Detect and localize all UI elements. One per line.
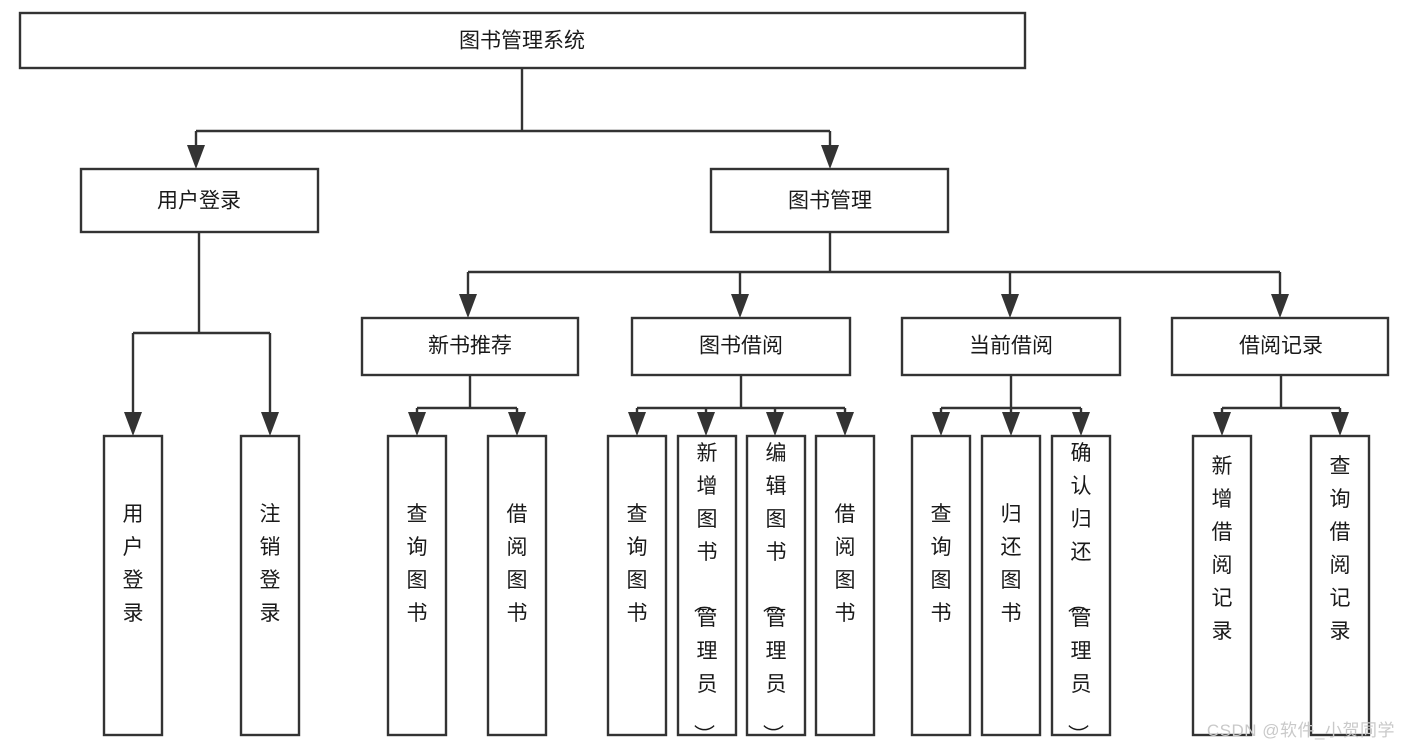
node-leaf-query-book-2-label: 查询图书 bbox=[627, 503, 648, 625]
node-leaf-edit-book-box[interactable] bbox=[745, 434, 807, 737]
node-leaf-return-book-box[interactable] bbox=[980, 434, 1042, 737]
node-book-manage-label: 图书管理 bbox=[788, 190, 872, 213]
arrow-to-leaf-confirm-return bbox=[1072, 412, 1090, 436]
node-leaf-borrow-book-1[interactable]: 借阅图书 bbox=[486, 434, 548, 737]
node-leaf-user-logout-label: 注销登录 bbox=[260, 503, 281, 625]
arrow-to-leaf-user-login bbox=[124, 412, 142, 436]
arrow-to-leaf-query-book-1 bbox=[408, 412, 426, 436]
node-current-borrow[interactable]: 当前借阅 bbox=[900, 316, 1122, 377]
arrow-to-leaf-edit-book bbox=[766, 412, 784, 436]
node-book-borrow-box[interactable] bbox=[630, 316, 852, 377]
node-leaf-user-login-box[interactable] bbox=[102, 434, 164, 737]
node-leaf-query-record-label: 查询借阅记录 bbox=[1330, 455, 1351, 643]
node-leaf-return-book[interactable]: 归还图书 bbox=[980, 434, 1042, 737]
node-leaf-query-book-1[interactable]: 查询图书 bbox=[386, 434, 448, 737]
arrow-to-leaf-query-record bbox=[1331, 412, 1349, 436]
node-leaf-edit-book[interactable]: 编辑图书（管理员） bbox=[745, 434, 807, 745]
node-current-borrow-label: 当前借阅 bbox=[969, 335, 1053, 358]
node-leaf-query-record[interactable]: 查询借阅记录 bbox=[1309, 434, 1371, 737]
arrow-to-user-login bbox=[187, 145, 205, 169]
arrow-to-leaf-user-logout bbox=[261, 412, 279, 436]
node-new-book-recommend-box[interactable] bbox=[360, 316, 580, 377]
node-leaf-query-book-3-label: 查询图书 bbox=[931, 503, 952, 625]
arrow-to-leaf-add-record bbox=[1213, 412, 1231, 436]
arrow-to-book-manage bbox=[821, 145, 839, 169]
arrow-to-leaf-query-book-3 bbox=[932, 412, 950, 436]
node-leaf-borrow-book-1-label: 借阅图书 bbox=[507, 503, 528, 625]
node-leaf-add-book-label: 新增图书（管理员） bbox=[692, 442, 718, 745]
node-leaf-query-book-3-box[interactable] bbox=[910, 434, 972, 737]
arrow-to-leaf-add-book bbox=[697, 412, 715, 436]
node-borrow-record-label: 借阅记录 bbox=[1239, 335, 1323, 358]
node-root[interactable]: 图书管理系统 bbox=[18, 11, 1027, 70]
node-leaf-borrow-book-2[interactable]: 借阅图书 bbox=[814, 434, 876, 737]
node-leaf-query-book-3[interactable]: 查询图书 bbox=[910, 434, 972, 737]
node-new-book-recommend-label: 新书推荐 bbox=[428, 335, 512, 358]
node-leaf-user-logout[interactable]: 注销登录 bbox=[239, 434, 301, 737]
node-leaf-query-book-2-box[interactable] bbox=[606, 434, 668, 737]
node-leaf-borrow-book-2-label: 借阅图书 bbox=[835, 503, 856, 625]
arrow-to-book-borrow bbox=[731, 294, 749, 318]
node-leaf-confirm-return[interactable]: 确认归还（管理员） bbox=[1050, 434, 1112, 745]
node-book-borrow[interactable]: 图书借阅 bbox=[630, 316, 852, 377]
node-user-login-box[interactable] bbox=[79, 167, 320, 234]
node-new-book-recommend[interactable]: 新书推荐 bbox=[360, 316, 580, 377]
node-borrow-record[interactable]: 借阅记录 bbox=[1170, 316, 1390, 377]
node-leaf-add-book[interactable]: 新增图书（管理员） bbox=[676, 434, 738, 745]
node-current-borrow-box[interactable] bbox=[900, 316, 1122, 377]
csdn-watermark: CSDN @软件_小贺同学 bbox=[1206, 721, 1395, 740]
node-leaf-user-login[interactable]: 用户登录 bbox=[102, 434, 164, 737]
arrow-to-leaf-query-book-2 bbox=[628, 412, 646, 436]
node-leaf-add-book-box[interactable] bbox=[676, 434, 738, 737]
node-leaf-confirm-return-label: 确认归还（管理员） bbox=[1066, 442, 1092, 745]
node-leaf-query-record-box[interactable] bbox=[1309, 434, 1371, 737]
node-leaf-borrow-book-2-box[interactable] bbox=[814, 434, 876, 737]
node-leaf-user-logout-box[interactable] bbox=[239, 434, 301, 737]
arrow-to-new-book-recommend bbox=[459, 294, 477, 318]
node-book-manage-box[interactable] bbox=[709, 167, 950, 234]
arrow-to-leaf-borrow-book-2 bbox=[836, 412, 854, 436]
node-user-login-label: 用户登录 bbox=[157, 190, 241, 213]
arrow-to-leaf-return-book bbox=[1002, 412, 1020, 436]
node-leaf-add-record-label: 新增借阅记录 bbox=[1212, 455, 1233, 643]
node-leaf-query-book-1-label: 查询图书 bbox=[407, 503, 428, 625]
node-book-borrow-label: 图书借阅 bbox=[699, 335, 783, 358]
node-root-label: 图书管理系统 bbox=[459, 30, 585, 53]
node-leaf-edit-book-label: 编辑图书（管理员） bbox=[761, 442, 787, 745]
arrow-to-borrow-record bbox=[1271, 294, 1289, 318]
node-leaf-add-record[interactable]: 新增借阅记录 bbox=[1191, 434, 1253, 737]
node-leaf-borrow-book-1-box[interactable] bbox=[486, 434, 548, 737]
node-leaf-user-login-label: 用户登录 bbox=[123, 503, 144, 625]
node-leaf-query-book-2[interactable]: 查询图书 bbox=[606, 434, 668, 737]
connector-layer bbox=[124, 68, 1349, 436]
node-leaf-confirm-return-box[interactable] bbox=[1050, 434, 1112, 737]
node-leaf-query-book-1-box[interactable] bbox=[386, 434, 448, 737]
arrow-to-leaf-borrow-book-1 bbox=[508, 412, 526, 436]
arrow-to-current-borrow bbox=[1001, 294, 1019, 318]
node-borrow-record-box[interactable] bbox=[1170, 316, 1390, 377]
node-root-box[interactable] bbox=[18, 11, 1027, 70]
node-book-manage[interactable]: 图书管理 bbox=[709, 167, 950, 234]
node-user-login[interactable]: 用户登录 bbox=[79, 167, 320, 234]
node-leaf-add-record-box[interactable] bbox=[1191, 434, 1253, 737]
node-leaf-return-book-label: 归还图书 bbox=[1001, 503, 1022, 625]
